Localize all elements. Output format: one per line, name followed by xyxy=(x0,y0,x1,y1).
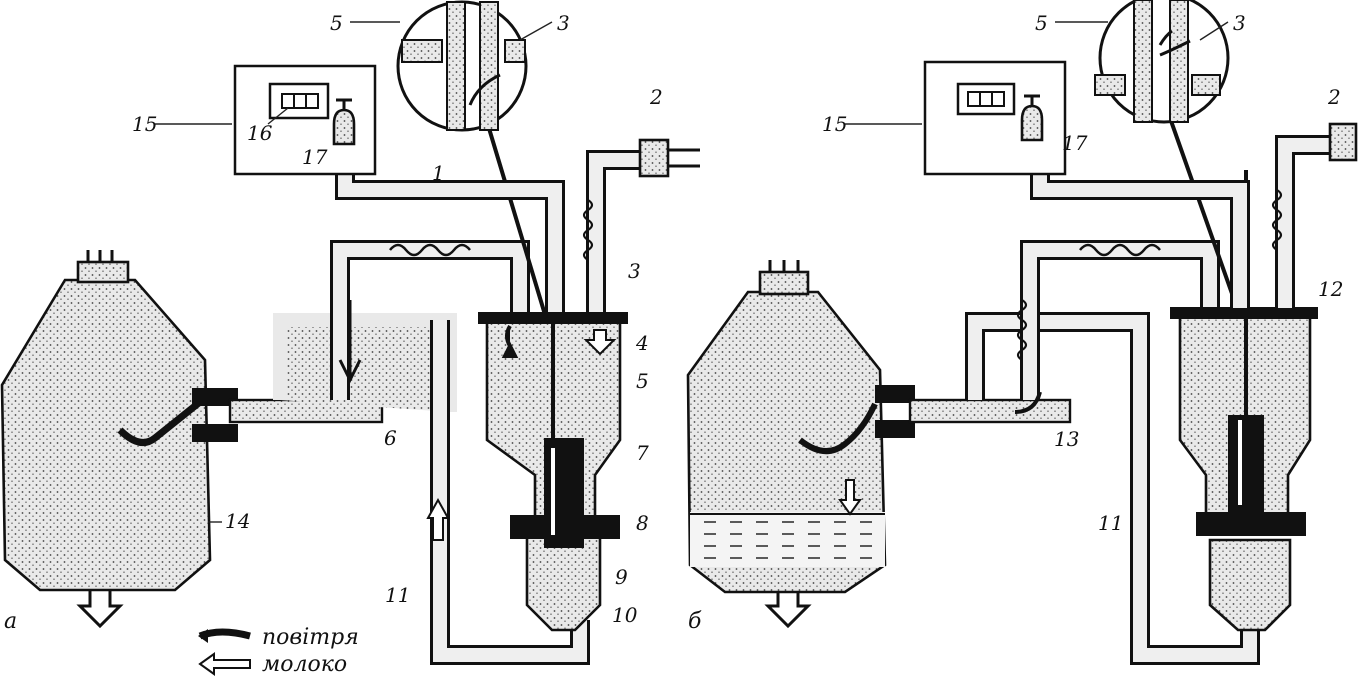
label-17-a: 17 xyxy=(302,145,328,169)
milk-legend-icon xyxy=(198,652,251,676)
gauge-box-a xyxy=(233,64,377,176)
air-arrow-in-tank-a xyxy=(117,399,203,446)
panel-letter-b: б xyxy=(688,609,702,634)
label-10-a: 10 xyxy=(612,603,638,627)
label-3-a: 3 xyxy=(628,259,641,283)
milk-flow-arrow-a xyxy=(426,497,450,541)
label-17-b: 17 xyxy=(1062,131,1088,155)
label-15-a: 15 xyxy=(132,112,157,136)
legend: повітря молоко xyxy=(198,625,359,676)
panel-letter-a: а xyxy=(4,609,17,634)
bellows-a xyxy=(389,243,471,257)
magnifier-a xyxy=(396,0,528,132)
label-1-a: 1 xyxy=(432,161,445,185)
legend-air-label: повітря xyxy=(262,625,359,650)
label-6-a: 6 xyxy=(384,426,397,450)
label-11-a: 11 xyxy=(385,583,410,607)
milk-outlet-arrow-a xyxy=(76,590,124,629)
label-3-b: 3 xyxy=(1233,11,1246,35)
labels-panel-b: 15 17 5 3 2 12 13 11 xyxy=(822,11,1343,535)
float-valve-a xyxy=(544,438,584,548)
label-7-a: 7 xyxy=(636,441,649,465)
counter-17-a xyxy=(332,108,356,146)
legend-milk-label: молоко xyxy=(262,652,347,676)
label-15-b: 15 xyxy=(822,112,847,136)
label-5-b: 5 xyxy=(1035,11,1048,35)
receiver-tank-b xyxy=(686,260,915,629)
panel-b: 15 17 5 3 2 12 13 11 б xyxy=(686,0,1358,665)
label-9-a: 9 xyxy=(615,565,628,589)
label-5-a: 5 xyxy=(636,369,649,393)
counter-16-a xyxy=(268,82,330,120)
label-16-a: 16 xyxy=(247,121,273,145)
label-3-top-a: 3 xyxy=(557,11,570,35)
gauge-box-b xyxy=(923,60,1067,176)
measuring-chamber-a xyxy=(478,312,628,632)
labels-panel-a: 15 16 17 1 5 3 2 3 4 5 7 8 9 10 6 11 14 xyxy=(132,11,663,627)
loop-pipe-a xyxy=(278,318,452,412)
label-14-a: 14 xyxy=(225,509,250,533)
label-13-b: 13 xyxy=(1054,427,1079,451)
label-2-b: 2 xyxy=(1327,85,1341,109)
receiver-tank-a xyxy=(0,250,238,629)
label-5-top-a: 5 xyxy=(330,11,343,35)
label-2-a: 2 xyxy=(649,85,663,109)
magnifier-b xyxy=(1094,0,1230,124)
label-11-b: 11 xyxy=(1098,511,1123,535)
label-4-a: 4 xyxy=(635,331,649,355)
label-12-b: 12 xyxy=(1318,277,1343,301)
panel-a: 15 16 17 1 5 3 2 3 4 5 7 8 9 10 6 11 14 … xyxy=(0,0,700,665)
label-8-a: 8 xyxy=(636,511,649,535)
